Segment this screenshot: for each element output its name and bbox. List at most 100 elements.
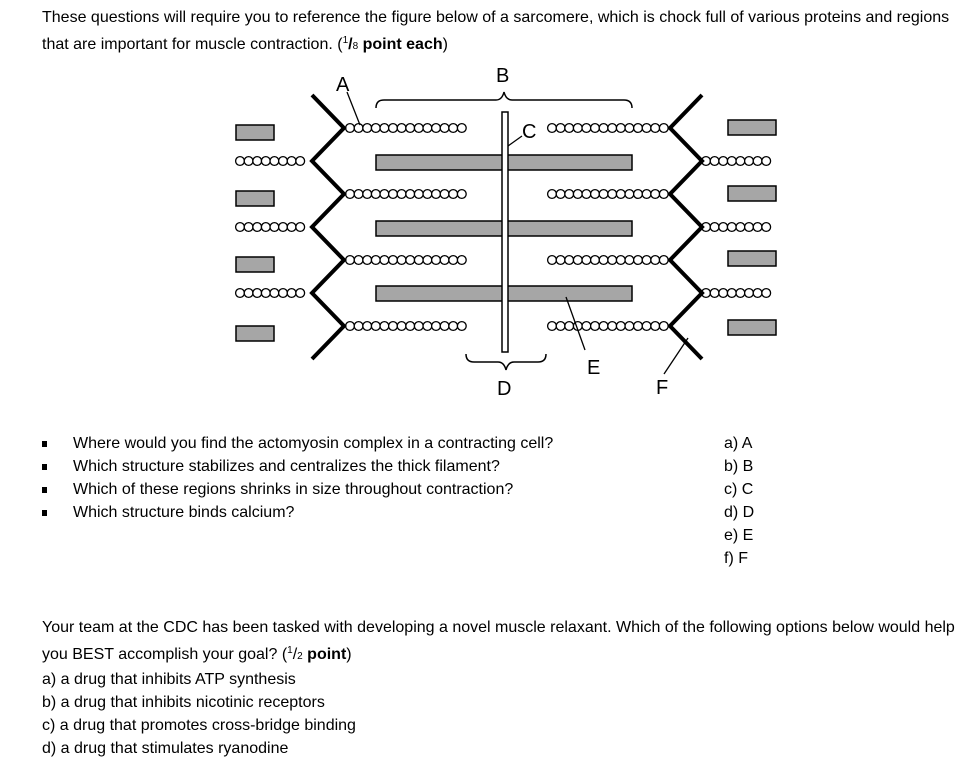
actin-bead: [269, 287, 280, 299]
actin-bead: [396, 254, 407, 266]
intro-frac-slash: /: [348, 36, 353, 53]
actin-bead: [387, 188, 399, 200]
actin-bead: [598, 122, 609, 134]
actin-bead: [726, 221, 737, 233]
actin-bead: [564, 320, 575, 332]
actin-bead: [362, 254, 373, 266]
actin-bead: [370, 320, 381, 332]
actin-bead: [589, 122, 601, 134]
leader-e: [565, 296, 586, 351]
actin-bead: [456, 122, 467, 134]
actin-bead: [718, 155, 729, 167]
actin-bead: [430, 320, 442, 332]
leader-f: [663, 337, 689, 375]
actin-bead: [752, 155, 763, 167]
actin-bead: [362, 188, 373, 200]
actin-bead: [564, 188, 575, 200]
actin-bead: [234, 221, 246, 233]
q2-bold-part: point: [302, 646, 347, 663]
actin-bead: [546, 188, 558, 200]
actin-bead: [615, 254, 626, 266]
actin-bead: [607, 122, 618, 134]
answer-options: a) A b) B c) C d) D e) E f) F: [724, 432, 754, 570]
actin-bead: [650, 254, 661, 266]
actin-bead: [448, 254, 459, 266]
actin-bead: [260, 221, 271, 233]
actin-bead: [353, 122, 364, 134]
actin-bead: [344, 188, 356, 200]
actin-bead: [277, 287, 289, 299]
actin-bead: [269, 155, 280, 167]
actin-bead: [735, 221, 746, 233]
actin-bead: [564, 254, 575, 266]
intro-paragraph: These questions will require you to refe…: [42, 6, 977, 58]
bullet-icon: [42, 487, 47, 493]
bullet-icon: [42, 464, 47, 470]
actin-bead: [379, 320, 390, 332]
z-disc-left: [309, 93, 347, 361]
actin-bead: [362, 122, 373, 134]
actin-bead: [546, 254, 558, 266]
actin-bead: [581, 122, 592, 134]
actin-bead: [546, 122, 558, 134]
actin-bead: [456, 188, 467, 200]
actin-bead: [555, 254, 566, 266]
actin-bead: [370, 188, 381, 200]
actin-bead: [709, 221, 720, 233]
actin-bead: [379, 122, 390, 134]
actin-bead: [607, 320, 618, 332]
actin-bead: [344, 254, 356, 266]
actin-bead: [650, 188, 661, 200]
actin-bead: [277, 221, 289, 233]
actin-bead: [598, 320, 609, 332]
label-b: B: [496, 65, 509, 87]
actin-bead: [650, 320, 661, 332]
actin-bead: [448, 320, 459, 332]
q2-choice: d) a drug that stimulates ryanodine: [42, 740, 289, 757]
bracket-d: [465, 353, 547, 371]
actin-bead: [277, 155, 289, 167]
leader-c: [507, 135, 523, 147]
actin-bead: [615, 188, 626, 200]
label-a: A: [336, 74, 350, 96]
actin-bead: [422, 122, 433, 134]
actin-bead: [572, 188, 583, 200]
actin-bead: [615, 122, 626, 134]
actin-bead: [260, 287, 271, 299]
actin-bead: [761, 287, 772, 299]
actin-bead: [743, 287, 755, 299]
actin-bead: [387, 320, 399, 332]
actin-bead: [252, 287, 263, 299]
label-d: D: [497, 378, 511, 400]
actin-bead: [413, 254, 424, 266]
intro-frac-den: 8: [352, 41, 359, 52]
actin-bead: [286, 287, 297, 299]
answer-option: e) E: [724, 527, 754, 544]
actin-bead: [761, 221, 772, 233]
bullet-icon: [42, 441, 47, 447]
actin-bead: [735, 155, 746, 167]
answer-option: b) B: [724, 458, 754, 475]
actin-bead: [353, 320, 364, 332]
actin-bead: [581, 320, 592, 332]
actin-bead: [726, 155, 737, 167]
actin-bead: [405, 122, 416, 134]
actin-bead: [581, 188, 592, 200]
actin-bead: [564, 122, 575, 134]
actin-bead: [709, 287, 720, 299]
actin-bead: [650, 122, 661, 134]
actin-bead: [252, 221, 263, 233]
actin-bead: [641, 122, 652, 134]
actin-bead: [572, 254, 583, 266]
actin-bead: [422, 188, 433, 200]
actin-bead: [709, 155, 720, 167]
actin-bead: [598, 188, 609, 200]
actin-bead: [581, 254, 592, 266]
actin-bead: [439, 122, 450, 134]
actin-bead: [658, 320, 669, 332]
actin-bead: [295, 287, 306, 299]
actin-bead: [555, 122, 566, 134]
actin-bead: [405, 254, 416, 266]
answer-option: a) A: [724, 435, 753, 452]
actin-bead: [632, 122, 644, 134]
